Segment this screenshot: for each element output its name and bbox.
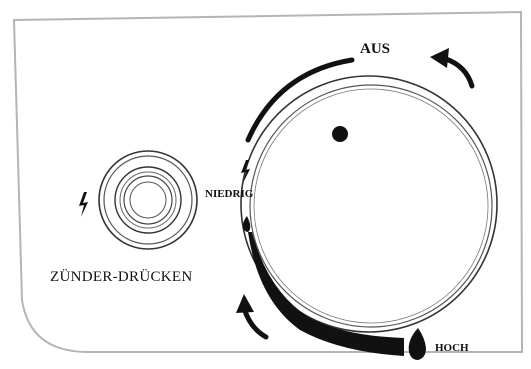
high-label: HOCH — [435, 342, 469, 354]
lightning-bolt-icon — [241, 160, 250, 183]
burner-control-knob[interactable] — [240, 75, 498, 333]
knob-indicator-dot — [332, 126, 348, 142]
knob-scale-arc-upper — [245, 57, 355, 143]
panel-border — [12, 10, 524, 353]
flame-icon — [408, 328, 426, 360]
curved-arrow-icon — [236, 294, 269, 340]
curved-arrow-icon — [430, 48, 475, 89]
knob-flame-wedge — [248, 232, 404, 356]
flame-icon — [242, 216, 251, 232]
off-label: AUS — [360, 41, 390, 57]
low-label: NIEDRIG — [205, 188, 254, 200]
igniter-label: ZÜNDER-DRÜCKEN — [50, 268, 193, 285]
lightning-bolt-icon — [79, 192, 88, 217]
igniter-button[interactable] — [98, 150, 198, 250]
